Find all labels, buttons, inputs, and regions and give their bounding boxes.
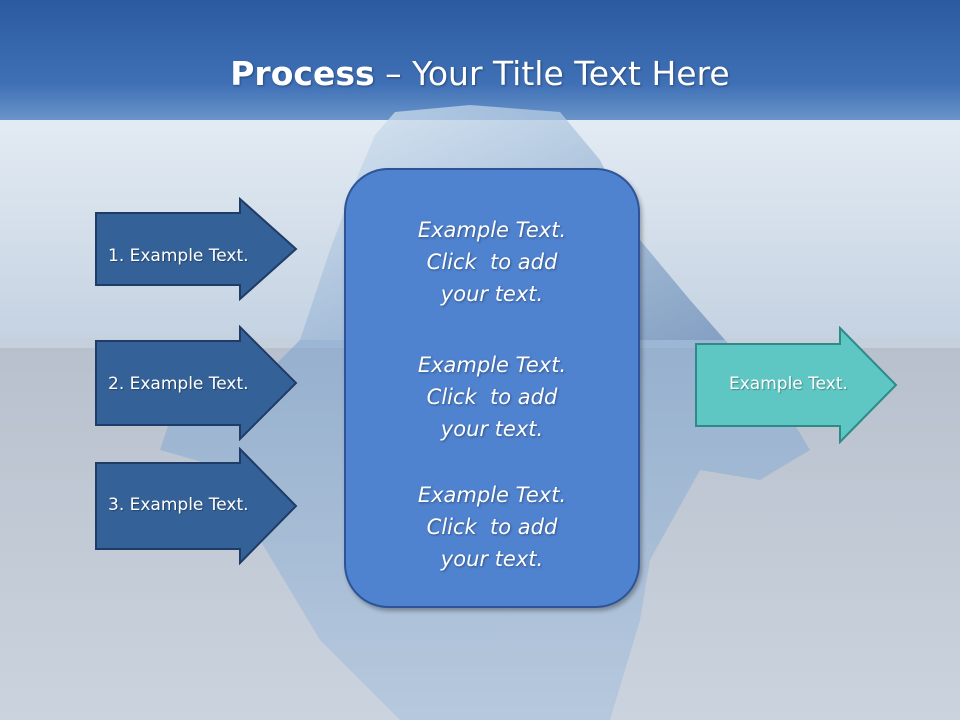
- block-line: your text.: [440, 417, 544, 441]
- block-line: your text.: [440, 282, 544, 306]
- block-line: Click to add: [426, 515, 558, 539]
- center-text-block-1: Example Text. Click to add your text.: [346, 214, 638, 310]
- block-line: your text.: [440, 547, 544, 571]
- center-text-block-2: Example Text. Click to add your text.: [346, 349, 638, 445]
- block-line: Example Text.: [417, 483, 567, 507]
- block-line: Click to add: [426, 250, 558, 274]
- left-arrow-3-label: 3. Example Text.: [108, 495, 249, 515]
- left-arrow-1[interactable]: [94, 197, 300, 301]
- right-arrow-label: Example Text.: [729, 374, 848, 394]
- arrow-shape: [95, 325, 298, 441]
- arrow-shape: [95, 447, 298, 565]
- arrow-shape: [95, 197, 298, 301]
- title-rest: – Your Title Text Here: [374, 54, 730, 93]
- block-line: Example Text.: [417, 218, 567, 242]
- block-line: Click to add: [426, 385, 558, 409]
- center-text-block-3: Example Text. Click to add your text.: [346, 479, 638, 575]
- block-line: Example Text.: [417, 353, 567, 377]
- left-arrow-2[interactable]: [94, 325, 300, 441]
- center-text-box[interactable]: Example Text. Click to add your text. Ex…: [344, 168, 640, 608]
- arrow-shape: [695, 326, 898, 444]
- right-arrow[interactable]: [694, 326, 900, 444]
- left-arrow-2-label: 2. Example Text.: [108, 374, 249, 394]
- left-arrow-3[interactable]: [94, 447, 300, 565]
- left-arrow-1-label: 1. Example Text.: [108, 246, 249, 266]
- title-bold: Process: [230, 54, 375, 93]
- slide-title: Process – Your Title Text Here: [0, 52, 960, 96]
